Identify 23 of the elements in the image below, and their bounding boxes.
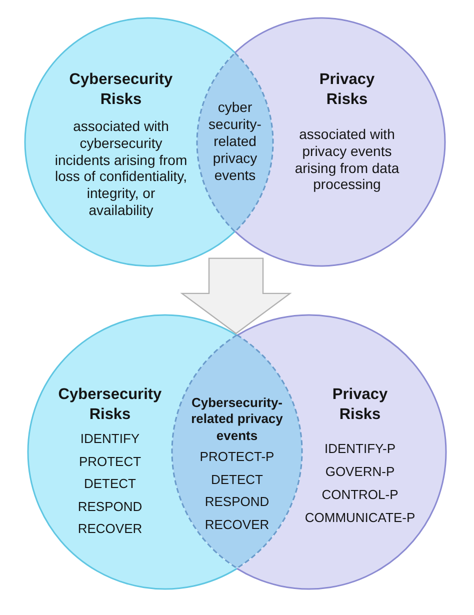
function-label: PROTECT-P bbox=[200, 448, 274, 466]
function-label: COMMUNICATE-P bbox=[304, 508, 416, 526]
description: associated with cybersecurity incidents arising from loss of confidentiality, integrity, or availability bbox=[54, 118, 188, 219]
heading: Privacy Risks bbox=[331, 385, 389, 425]
function-label: RESPOND bbox=[204, 493, 270, 512]
function-label: CONTROL-P bbox=[322, 486, 398, 504]
heading: Cybersecurity Risks bbox=[57, 385, 163, 425]
function-label: IDENTIFY-P bbox=[324, 440, 396, 458]
heading: Cybersecurity Risks bbox=[68, 70, 174, 110]
function-label: RECOVER bbox=[78, 520, 142, 538]
block-arrow bbox=[180, 258, 292, 334]
function-label: IDENTIFY bbox=[80, 430, 140, 448]
overlap-region bbox=[172, 335, 302, 569]
function-label: DETECT bbox=[84, 475, 136, 493]
function-label: RECOVER bbox=[204, 516, 270, 534]
description: cyber security-related privacy events bbox=[208, 98, 262, 184]
heading: Privacy Risks bbox=[318, 70, 376, 110]
function-label: GOVERN-P bbox=[325, 462, 395, 480]
function-label: PROTECT bbox=[78, 452, 142, 470]
description: associated with privacy events arising from data processing bbox=[294, 126, 400, 194]
function-label: RESPOND bbox=[78, 498, 142, 516]
heading: Cybersecurity-related privacy events bbox=[190, 394, 284, 444]
function-label: DETECT bbox=[211, 470, 263, 489]
